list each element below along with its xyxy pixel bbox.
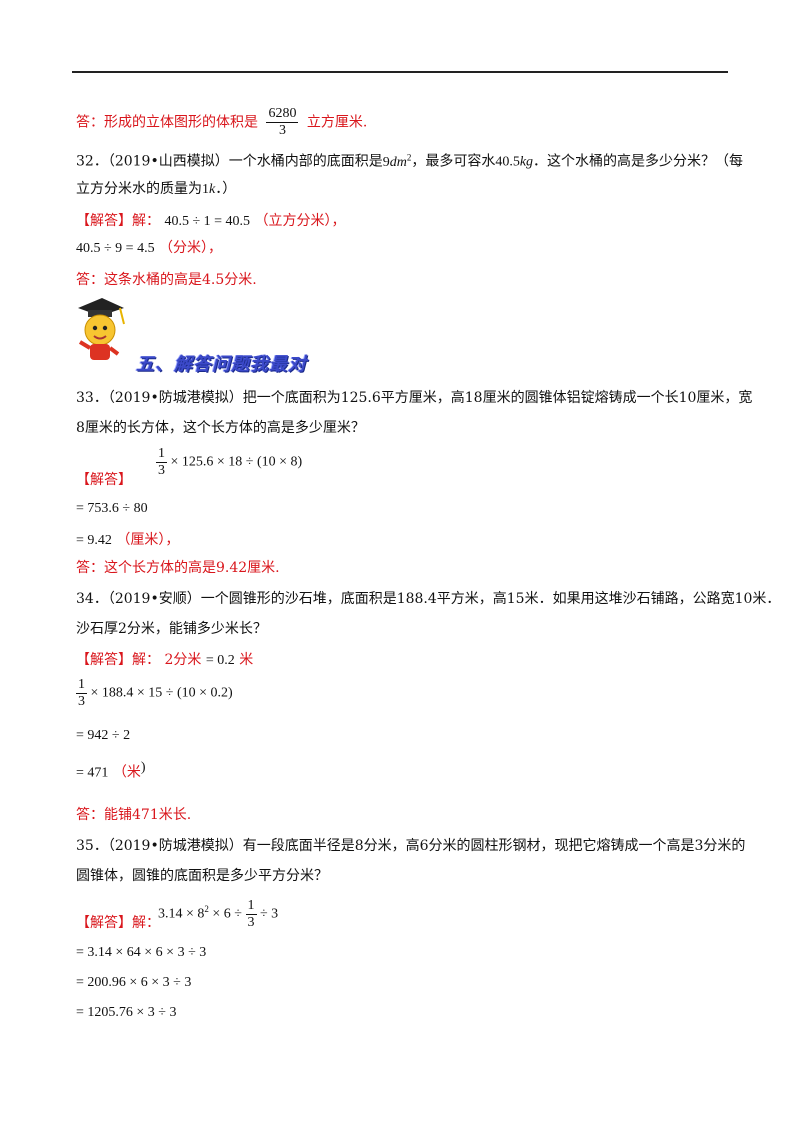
fraction-denominator: 3 xyxy=(247,915,255,930)
prev-answer-fraction: 6280 3 xyxy=(266,106,299,139)
q34-step2: = 942 ÷ 2 xyxy=(76,728,131,743)
q32-mass: 40.5kg xyxy=(495,155,533,170)
q32-u2: kg xyxy=(519,154,534,170)
q35-expr-c: ÷ 3 xyxy=(260,906,279,922)
q35-line1: 35．（2019•防城港模拟）有一段底面半径是8分米，高6分米的圆柱形钢材，现把… xyxy=(76,838,746,854)
q34-fraction: 1 3 xyxy=(76,677,87,710)
q33-step3-expr: = 9.42 xyxy=(76,533,112,548)
q33-step2: = 753.6 ÷ 80 xyxy=(76,501,148,516)
q34-expr1-text: × 188.4 × 15 ÷ (10 × 0.2) xyxy=(90,685,233,701)
q33-fraction: 1 3 xyxy=(156,446,167,479)
section-title: 五、解答问题我最对 xyxy=(136,354,307,375)
q32-v1: 9 xyxy=(382,154,390,170)
q34-conv-unit: 米 xyxy=(239,652,254,668)
q35-step4: = 1205.76 × 3 ÷ 3 xyxy=(76,1005,177,1020)
prev-answer: 答：形成的立体图形的体积是 6280 3 立方厘米. xyxy=(76,106,367,139)
q34-expr1: 1 3 × 188.4 × 15 ÷ (10 × 0.2) xyxy=(76,677,233,710)
q34-answer: 答：能铺471米长. xyxy=(76,807,192,823)
q33-expr1-text: × 125.6 × 18 ÷ (10 × 8) xyxy=(170,454,303,470)
q35-solve-label: 【解答】解： xyxy=(76,915,160,931)
q32-solve-label: 【解答】解： xyxy=(76,213,160,229)
q35-step3: = 200.96 × 6 × 3 ÷ 3 xyxy=(76,975,192,990)
q32-text3: ．这个水桶的高是多少分米？（每 xyxy=(533,153,744,170)
q32-volume-area: 9dm2 xyxy=(382,152,412,170)
fraction-numerator: 1 xyxy=(245,898,257,915)
q34-step3-unit: （米 xyxy=(112,764,141,781)
q32-line2v: 1 xyxy=(202,182,209,197)
fraction-numerator: 6280 xyxy=(266,106,299,123)
mascot-graduate-icon xyxy=(78,298,125,360)
q34-step3-expr: = 471 xyxy=(76,765,109,781)
q32-sup: 2 xyxy=(406,152,412,162)
q34-conv-a: 2分米 xyxy=(164,652,202,668)
header-rule xyxy=(72,71,728,73)
q32-u1: dm xyxy=(389,154,407,170)
fraction-denominator: 3 xyxy=(158,463,165,478)
q32-line2b: ．） xyxy=(215,181,237,197)
q32-step2-expr: 40.5 ÷ 9 = 4.5 xyxy=(76,241,155,256)
q32-v2: 40.5 xyxy=(495,154,520,170)
q35-fraction: 1 3 xyxy=(245,898,257,931)
q34-conv-eq: = 0.2 xyxy=(205,653,235,668)
prev-answer-text: 答：形成的立体图形的体积是 xyxy=(76,114,258,131)
q33-step3: = 9.42 （厘米）， xyxy=(76,530,179,551)
fraction-denominator: 3 xyxy=(78,694,85,709)
q32-step2: 40.5 ÷ 9 = 4.5 （分米）， xyxy=(76,238,222,259)
q33-line1: 33．（2019•防城港模拟）把一个底面积为125.6平方厘米，高18厘米的圆锥… xyxy=(76,390,753,406)
q32-line2: 立方分米水的质量为1k．） xyxy=(76,179,236,200)
q34-conversion: 【解答】解： 2分米 = 0.2 米 xyxy=(76,650,253,671)
q34-line2: 沙石厚2分米，能铺多少米长？ xyxy=(76,621,267,637)
q32-text1: 32．（2019•山西模拟）一个水桶内部的底面积是 xyxy=(76,153,383,170)
q34-step3-close: ) xyxy=(140,760,146,775)
q32-step1-unit: （立方分米）， xyxy=(254,213,346,229)
q32-line1: 32．（2019•山西模拟）一个水桶内部的底面积是9dm2，最多可容水40.5k… xyxy=(76,147,743,173)
q34-step3: = 471 （米) xyxy=(76,758,146,784)
q32-line2u: k xyxy=(209,182,216,197)
q35-expr-sup: 2 xyxy=(204,904,209,915)
q35-expr1: 3.14 × 82 × 6 ÷ 1 3 ÷ 3 xyxy=(158,898,278,931)
q34-line1: 34．（2019•安顺）一个圆锥形的沙石堆，底面积是188.4平方米，高15米．… xyxy=(76,591,781,607)
q33-expr1: 1 3 × 125.6 × 18 ÷ (10 × 8) xyxy=(156,446,302,479)
q32-step1-expr: 40.5 ÷ 1 = 40.5 xyxy=(164,214,251,229)
q33-solve-label: 【解答】 xyxy=(76,472,132,488)
q33-answer: 答：这个长方体的高是9.42厘米. xyxy=(76,560,280,576)
q35-expr-b: × 6 ÷ xyxy=(208,906,242,922)
fraction-numerator: 1 xyxy=(76,677,87,694)
q35-step2: = 3.14 × 64 × 6 × 3 ÷ 3 xyxy=(76,945,207,960)
q32-answer: 答：这条水桶的高是4.5分米. xyxy=(76,272,257,288)
q32-text2: ，最多可容水 xyxy=(411,153,496,170)
q33-step3-unit: （厘米）， xyxy=(116,532,180,548)
q32-step1: 【解答】解： 40.5 ÷ 1 = 40.5 （立方分米）， xyxy=(76,211,346,232)
q35-expr-a: 3.14 × 8 xyxy=(158,906,205,922)
q34-solve-label: 【解答】解： xyxy=(76,652,160,668)
q35-line2: 圆锥体，圆锥的底面积是多少平方分米？ xyxy=(76,868,328,884)
q33-line2: 8厘米的长方体，这个长方体的高是多少厘米？ xyxy=(76,420,365,436)
q32-step2-unit: （分米）， xyxy=(159,240,223,256)
fraction-denominator: 3 xyxy=(278,123,286,138)
fraction-numerator: 1 xyxy=(156,446,167,463)
prev-answer-unit: 立方厘米. xyxy=(306,114,368,131)
q32-line2a: 立方分米水的质量为 xyxy=(76,181,202,197)
